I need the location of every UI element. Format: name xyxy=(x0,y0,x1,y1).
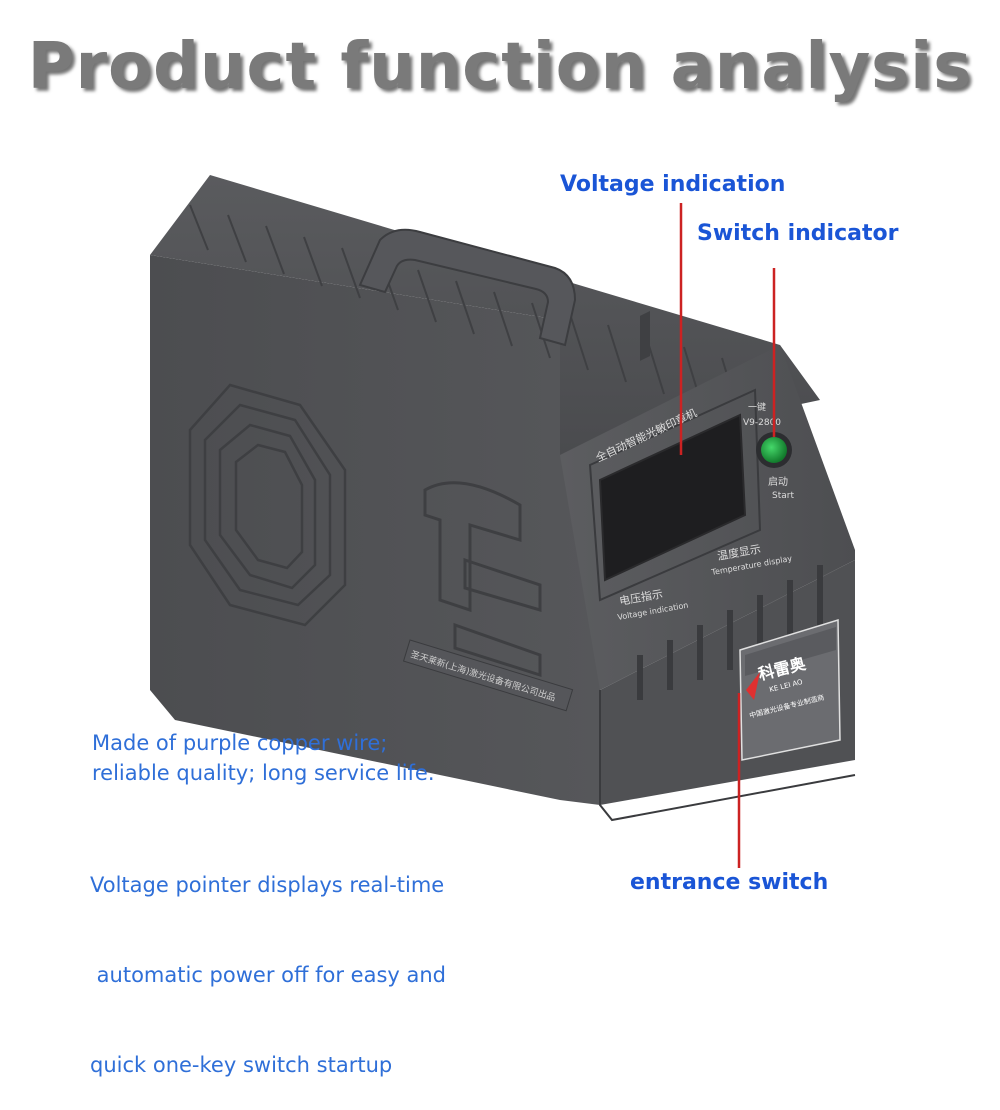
desc-line-3: Voltage pointer displays real-time xyxy=(90,873,445,897)
desc-line-2: reliable quality; long service life. xyxy=(92,761,435,785)
callout-entrance-switch: entrance switch xyxy=(630,870,829,895)
svg-text:V9-2800: V9-2800 xyxy=(743,418,781,428)
desc-voltage: Voltage pointer displays real-time autom… xyxy=(90,810,446,1110)
machine-side-panel xyxy=(150,255,600,805)
page-title: Product function analysis xyxy=(27,30,973,104)
callout-switch-indicator: Switch indicator xyxy=(697,221,899,246)
product-illustration: 圣天莱新(上海)激光设备有限公司出品 全自动智能光敏印章机 一键 V9-2800… xyxy=(150,175,856,868)
carry-handle xyxy=(358,228,577,347)
side-emboss-hexagon xyxy=(188,383,347,627)
callout-voltage-indication: Voltage indication xyxy=(560,172,786,197)
desc-line-1: Made of purple copper wire; xyxy=(92,731,388,755)
desc-line-5: quick one-key switch startup xyxy=(90,1053,393,1077)
lcd-display xyxy=(598,413,747,582)
svg-text:启动: 启动 xyxy=(768,475,788,488)
desc-material: Made of purple copper wire; reliable qua… xyxy=(92,728,435,788)
brand-sticker: 科雷奥 KE LEI AO 中国激光设备专业制造商 xyxy=(739,618,841,761)
front-ribs xyxy=(640,310,650,361)
machine-top-panel xyxy=(150,175,820,455)
svg-text:Start: Start xyxy=(772,491,794,501)
leader-lines xyxy=(679,203,776,868)
desc-line-4: automatic power off for easy and xyxy=(90,963,447,987)
start-button xyxy=(761,437,787,463)
svg-text:一键: 一键 xyxy=(748,401,766,413)
side-emboss-logo xyxy=(423,481,542,678)
